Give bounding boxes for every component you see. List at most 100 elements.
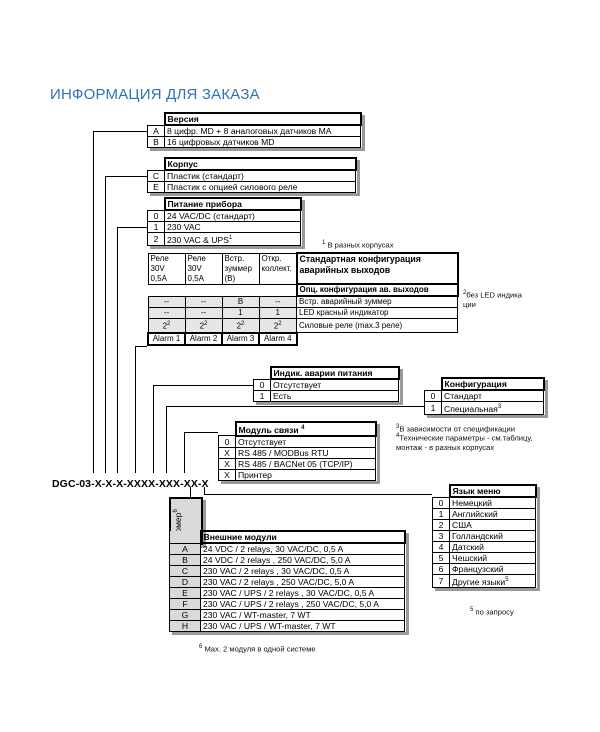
ext-module-option: 230 VAC / 2 relays , 30 VAC/DC, 0,5 A (200, 565, 405, 577)
version-option-b: 16 цифровых датчиков MD (164, 136, 361, 148)
version-code-a: A (147, 124, 165, 137)
housing-code-c: C (147, 169, 165, 182)
comm-header: Модуль связи 4 (234, 421, 377, 437)
comm-code-1: X (218, 446, 236, 459)
power-option-2: 230 VAC & UPS1 (164, 232, 301, 246)
alarm-cell: -- (184, 307, 223, 319)
alarm-cell: -- (184, 295, 223, 308)
page-title: ИНФОРМАЦИЯ ДЛЯ ЗАКАЗА (50, 86, 260, 103)
housing-option-e: Пластик с опцией силового реле (164, 181, 356, 193)
alarm-row-label-led: LED красный индикатор (296, 307, 458, 319)
alarm-cell: 22 (184, 317, 223, 334)
ext-module-option: 230 VAC / UPS / 2 relays , 250 VAC/DC, 5… (200, 598, 405, 610)
alarm-cell: -- (147, 295, 186, 308)
power-fail-option-0: Отсутствует (270, 378, 399, 391)
alarm-cell: B (221, 295, 260, 308)
power-code-1: 1 (147, 221, 165, 233)
ext-module-code: D (169, 576, 201, 588)
alarm-label-3: Alarm 3 (221, 331, 260, 346)
menu-language-option: Датский (449, 541, 536, 553)
configuration-option-0: Стандарт (441, 389, 544, 402)
power-fail-code-1: 1 (253, 390, 271, 402)
comm-option-3: Принтер (235, 468, 376, 481)
version-header: Версия (163, 112, 362, 126)
ext-module-option: 24 VDC / 2 relays, 30 VAC/DC, 0,5 A (200, 542, 405, 555)
comm-code-0: 0 (218, 435, 236, 448)
menu-language-option: США (449, 519, 536, 531)
configuration-header: Конфигурация (440, 377, 545, 391)
menu-language-header: Язык меню (448, 484, 537, 498)
ext-module-code: A (169, 542, 201, 555)
menu-language-code: 0 (432, 496, 450, 509)
power-code-0: 0 (147, 209, 165, 222)
ext-module-option: 230 VAC / WT-master, 7 WT (200, 609, 405, 621)
alarm-cell: 1 (258, 307, 297, 319)
alarm-row-label-buzzer: Встр. аварийный зуммер (296, 295, 458, 308)
alarm-label-4: Alarm 4 (258, 331, 298, 346)
ext-module-option: 230 VAC / 2 relays , 250 VAC/DC, 5,0 A (200, 576, 405, 588)
ext-module-code: B (169, 554, 201, 566)
comm-code-2: X (218, 457, 236, 470)
power-fail-option-1: Есть (270, 390, 399, 402)
power-option-1: 230 VAC (164, 221, 301, 233)
ext-module-option: 24 VDC / 2 relays , 250 VAC/DC, 5,0 A (200, 554, 405, 566)
menu-language-option: Немецкий (449, 496, 536, 509)
menu-language-code: 3 (432, 530, 450, 542)
menu-language-code: 6 (432, 563, 450, 575)
alarm-config-table: Реле 30V 0,5A Реле 30V 0,5A Встр. зуммер… (147, 252, 459, 346)
alarm-cell: -- (258, 295, 297, 308)
footnote-2: 2без LED индика ции (463, 290, 522, 310)
power-fail-header: Индик. аварии питания (269, 366, 400, 380)
configuration-code-0: 0 (424, 389, 442, 402)
configuration-option-1: Специальная3 (441, 401, 544, 415)
menu-language-code: 7 (432, 574, 450, 588)
alarm-col-header-2: Реле 30V 0,5A (184, 252, 223, 285)
ext-module-option: 230 VAC / UPS / WT-master, 7 WT (200, 620, 405, 632)
menu-language-option: Другие языки5 (449, 574, 536, 588)
housing-code-e: E (147, 181, 165, 193)
comm-code-3: X (218, 468, 236, 481)
version-code-b: B (147, 136, 165, 148)
alarm-label-1: Alarm 1 (147, 331, 186, 346)
configuration-code-1: 1 (424, 401, 442, 415)
comm-option-0: Отсутствует (235, 435, 376, 448)
alarm-cell: 22 (258, 317, 297, 334)
menu-language-code: 2 (432, 519, 450, 531)
footnote-3: 3В зависимости от спецификации (396, 424, 516, 434)
menu-language-option: Голландский (449, 530, 536, 542)
alarm-cell: 1 (221, 307, 260, 319)
version-option-a: 8 цифр. MD + 8 аналоговых датчиков MA (164, 124, 361, 137)
ext-module-code: F (169, 598, 201, 610)
housing-option-c: Пластик (стандарт) (164, 169, 356, 182)
alarm-label-2: Alarm 2 (184, 331, 223, 346)
alarm-cell: 22 (221, 317, 260, 334)
alarm-col-header-1: Реле 30V 0,5A (147, 252, 186, 285)
ext-module-code: E (169, 587, 201, 599)
alarm-option-header: Опц. конфигурация ав. выходов (295, 283, 459, 297)
menu-language-option: Французский (449, 563, 536, 575)
alarm-col-header-4: Откр. коллект. (258, 252, 297, 285)
alarm-row-label-relays: Силовые реле (max.3 реле) (296, 317, 458, 334)
power-code-2: 2 (147, 232, 165, 246)
menu-language-option: Чешский (449, 552, 536, 564)
order-code-string: DGC-03-X-X-X-XXXX-XXX-XX-X (52, 478, 209, 490)
footnote-4: 4Технические параметры - см.таблицу, мон… (396, 433, 533, 453)
power-fail-code-0: 0 (253, 378, 271, 391)
alarm-cell: 22 (147, 317, 186, 334)
ext-module-code: G (169, 609, 201, 621)
menu-language-code: 4 (432, 541, 450, 553)
menu-language-option: Английский (449, 508, 536, 520)
footnote-6: 6 Max. 2 модуля в одной системе (199, 644, 316, 654)
comm-option-2: RS 485 / BACNet 05 (TCP/IP) (235, 457, 376, 470)
alarm-standard-title: Стандартная конфигурация аварийных выход… (295, 252, 459, 285)
menu-language-code: 1 (432, 508, 450, 520)
footnote-5: 5 по запросу (470, 607, 514, 617)
menu-language-code: 5 (432, 552, 450, 564)
